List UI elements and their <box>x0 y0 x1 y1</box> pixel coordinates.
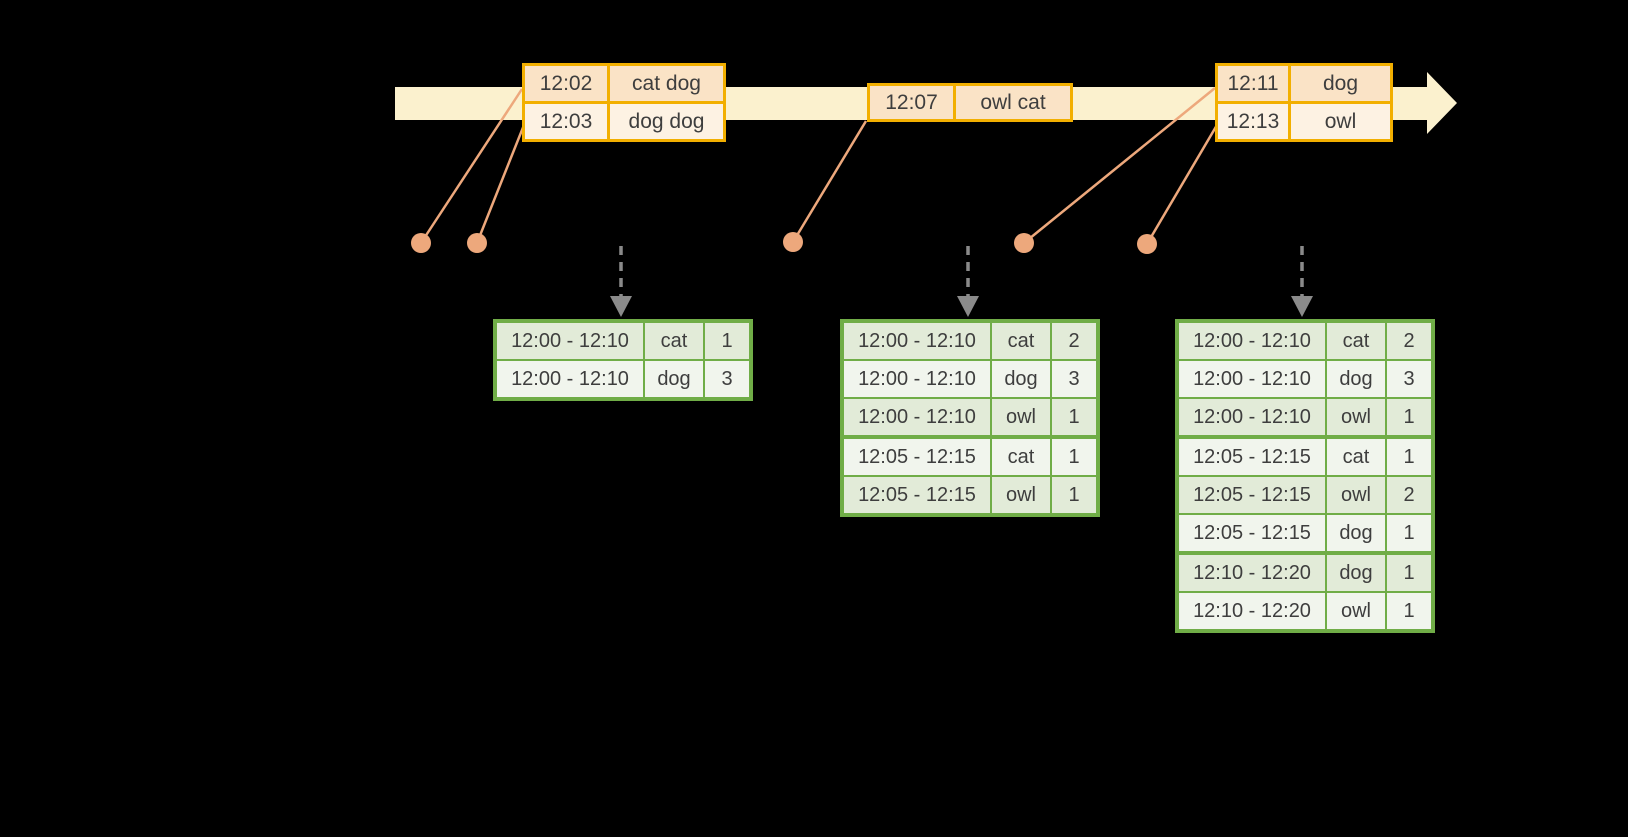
event-time-cell: 12:02 <box>525 66 607 101</box>
count-cell: 1 <box>1052 439 1096 475</box>
word-cell: dog <box>1327 361 1385 397</box>
word-cell: cat <box>992 439 1050 475</box>
window-group: 12:05 - 12:15 cat 1 12:05 - 12:15 owl 1 <box>844 439 1096 513</box>
result-table-3: 12:00 - 12:10 cat 2 12:00 - 12:10 dog 3 … <box>1175 319 1435 633</box>
leader-line <box>419 88 524 244</box>
leader-line <box>1145 124 1219 245</box>
event-table-3: 12:11 dog 12:13 owl <box>1215 63 1393 142</box>
event-dot <box>467 233 487 253</box>
event-time-cell: 12:11 <box>1218 66 1288 101</box>
down-arrow-icon <box>610 246 632 317</box>
count-cell: 1 <box>705 323 749 359</box>
window-cell: 12:10 - 12:20 <box>1179 555 1325 591</box>
window-cell: 12:05 - 12:15 <box>844 477 990 513</box>
window-cell: 12:00 - 12:10 <box>844 361 990 397</box>
word-cell: dog <box>1327 555 1385 591</box>
result-table-2: 12:00 - 12:10 cat 2 12:00 - 12:10 dog 3 … <box>840 319 1100 517</box>
event-words-cell: dog <box>1291 66 1390 101</box>
word-cell: owl <box>1327 593 1385 629</box>
word-cell: dog <box>1327 515 1385 551</box>
count-cell: 2 <box>1387 323 1431 359</box>
window-group: 12:00 - 12:10 cat 1 12:00 - 12:10 dog 3 <box>497 323 749 397</box>
window-cell: 12:00 - 12:10 <box>844 399 990 435</box>
count-cell: 1 <box>1387 399 1431 435</box>
down-arrow-icon <box>957 246 979 317</box>
leader-line <box>475 124 526 244</box>
leader-line <box>791 120 868 243</box>
window-cell: 12:00 - 12:10 <box>497 361 643 397</box>
window-cell: 12:00 - 12:10 <box>1179 361 1325 397</box>
window-cell: 12:05 - 12:15 <box>1179 439 1325 475</box>
window-cell: 12:05 - 12:15 <box>844 439 990 475</box>
window-group: 12:05 - 12:15 cat 1 12:05 - 12:15 owl 2 … <box>1179 439 1431 551</box>
event-words-cell: cat dog <box>610 66 723 101</box>
word-cell: cat <box>992 323 1050 359</box>
word-cell: cat <box>645 323 703 359</box>
count-cell: 1 <box>1387 555 1431 591</box>
leader-line <box>1023 87 1216 244</box>
event-time-cell: 12:13 <box>1218 104 1288 139</box>
window-cell: 12:00 - 12:10 <box>1179 399 1325 435</box>
event-table-2: 12:07 owl cat <box>867 83 1073 122</box>
count-cell: 1 <box>1052 477 1096 513</box>
word-cell: owl <box>1327 399 1385 435</box>
count-cell: 1 <box>1387 439 1431 475</box>
window-cell: 12:00 - 12:10 <box>497 323 643 359</box>
count-cell: 3 <box>705 361 749 397</box>
event-dot <box>411 233 431 253</box>
event-time-cell: 12:03 <box>525 104 607 139</box>
count-cell: 3 <box>1052 361 1096 397</box>
count-cell: 2 <box>1387 477 1431 513</box>
timeline-arrowhead-icon <box>1427 72 1457 134</box>
result-table-1: 12:00 - 12:10 cat 1 12:00 - 12:10 dog 3 <box>493 319 753 401</box>
count-cell: 3 <box>1387 361 1431 397</box>
down-arrow-icon <box>1291 246 1313 317</box>
count-cell: 2 <box>1052 323 1096 359</box>
event-table-1: 12:02 cat dog 12:03 dog dog <box>522 63 726 142</box>
window-group: 12:10 - 12:20 dog 1 12:10 - 12:20 owl 1 <box>1179 555 1431 629</box>
word-cell: cat <box>1327 439 1385 475</box>
event-words-cell: owl <box>1291 104 1390 139</box>
window-group: 12:00 - 12:10 cat 2 12:00 - 12:10 dog 3 … <box>1179 323 1431 435</box>
count-cell: 1 <box>1387 593 1431 629</box>
event-words-cell: owl cat <box>956 86 1070 119</box>
word-cell: owl <box>992 477 1050 513</box>
word-cell: dog <box>645 361 703 397</box>
window-group: 12:00 - 12:10 cat 2 12:00 - 12:10 dog 3 … <box>844 323 1096 435</box>
count-cell: 1 <box>1387 515 1431 551</box>
event-dot <box>1014 233 1034 253</box>
window-cell: 12:05 - 12:15 <box>1179 515 1325 551</box>
event-dot <box>783 232 803 252</box>
window-cell: 12:00 - 12:10 <box>1179 323 1325 359</box>
window-cell: 12:00 - 12:10 <box>844 323 990 359</box>
window-cell: 12:05 - 12:15 <box>1179 477 1325 513</box>
event-dot <box>1137 234 1157 254</box>
word-cell: cat <box>1327 323 1385 359</box>
event-words-cell: dog dog <box>610 104 723 139</box>
word-cell: owl <box>992 399 1050 435</box>
window-cell: 12:10 - 12:20 <box>1179 593 1325 629</box>
word-cell: dog <box>992 361 1050 397</box>
word-cell: owl <box>1327 477 1385 513</box>
count-cell: 1 <box>1052 399 1096 435</box>
event-time-cell: 12:07 <box>870 86 953 119</box>
